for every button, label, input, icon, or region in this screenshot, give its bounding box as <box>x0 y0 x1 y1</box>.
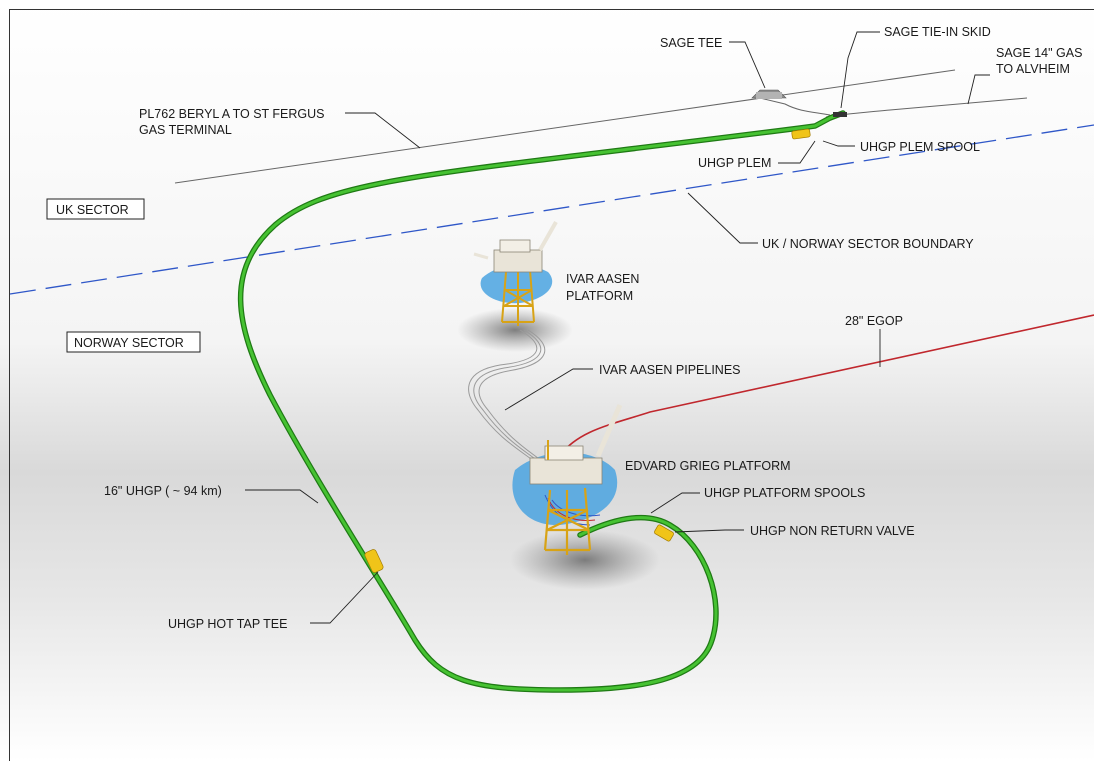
pl762-label-line2: GAS TERMINAL <box>139 123 232 137</box>
uhgp-platform-spools-label: UHGP PLATFORM SPOOLS <box>704 486 865 500</box>
uk-sector-box <box>46 198 145 220</box>
uhgp-pipeline-label: 16" UHGP ( ~ 94 km) <box>104 484 222 498</box>
uhgp-hot-tap-tee-label: UHGP HOT TAP TEE <box>168 617 287 631</box>
uhgp-non-return-valve-label: UHGP NON RETURN VALVE <box>750 524 915 538</box>
sage-tee-label: SAGE TEE <box>660 36 722 50</box>
uhgp-plem-spool-label: UHGP PLEM SPOOL <box>860 140 980 154</box>
ivar-aasen-platform-label-line1: IVAR AASEN <box>566 272 639 286</box>
sage-tie-in-skid-label: SAGE TIE-IN SKID <box>884 25 991 39</box>
sage-gas-label-line1: SAGE 14" GAS <box>996 46 1082 60</box>
sage-tee-structure <box>751 89 787 99</box>
norway-sector-box <box>66 331 201 353</box>
uhgp-plem-label: UHGP PLEM <box>698 156 771 170</box>
sage-tee-connection <box>759 97 831 116</box>
uhgp-pipeline-highlight <box>239 111 845 692</box>
sage-gas-label-line2: TO ALVHEIM <box>996 62 1070 76</box>
non-return-valve-structure <box>654 524 674 542</box>
edvard-grieg-shadow <box>510 530 660 590</box>
uhgp-plem-structure <box>791 128 811 140</box>
uk-sector-label: UK SECTOR <box>56 203 129 217</box>
hot-tap-tee-structure <box>364 549 384 573</box>
edvard-grieg-platform-label: EDVARD GRIEG PLATFORM <box>625 459 791 473</box>
norway-sector-label: NORWAY SECTOR <box>74 336 184 350</box>
sage-tie-in-skid-structure <box>833 112 847 117</box>
ivar-aasen-pipelines-label: IVAR AASEN PIPELINES <box>599 363 741 377</box>
pl762-pipeline <box>174 69 956 184</box>
pl762-label-line1: PL762 BERYL A TO ST FERGUS <box>139 107 325 121</box>
sector-boundary-label: UK / NORWAY SECTOR BOUNDARY <box>762 237 974 251</box>
ivar-aasen-pipelines <box>468 329 546 463</box>
edvard-grieg-platform <box>512 404 623 555</box>
ivar-aasen-shadow <box>457 308 573 352</box>
ivar-aasen-platform-label-line2: PLATFORM <box>566 289 633 303</box>
egop-label: 28" EGOP <box>845 314 903 328</box>
leader-lines <box>245 31 990 624</box>
ivar-aasen-platform <box>473 221 558 326</box>
sector-boundary-line <box>9 124 1094 295</box>
